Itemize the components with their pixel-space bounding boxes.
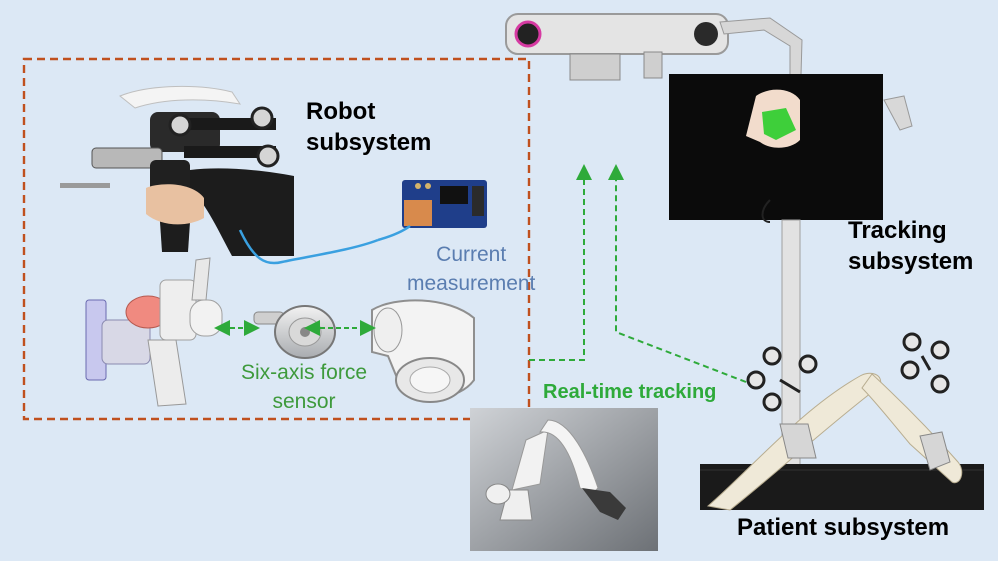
robot-subsystem-label: Robot subsystem [306,96,431,158]
robot-subsystem-box [22,57,531,421]
force-label-line1: Six-axis force [241,361,368,384]
tracking-arrow-patient [608,164,747,383]
six-axis-force-sensor-icon [253,305,336,359]
bone-phantom-icon [700,332,984,511]
force-sensor-label: Six-axis force sensor [241,358,367,416]
patient-subsystem-label: Patient subsystem [737,514,950,541]
force-label-line2: sensor [272,390,336,413]
robot-joint-cad-icon [371,299,475,403]
tracking-arrow-robot [529,164,592,361]
robot-label-line1: Robot [306,98,376,125]
navigation-monitor-icon [669,74,913,481]
robot-label-line2: subsystem [306,129,432,156]
current-measurement-label: Current measurement [407,240,535,298]
handpiece-cad-icon [85,257,223,407]
tracking-label-line1: Tracking [848,217,947,244]
current-sensor-board-icon [377,180,487,242]
robot-arm-photo [470,408,658,551]
tracking-label-line2: subsystem [848,248,974,275]
current-label-line2: measurement [407,272,536,295]
current-label-line1: Current [436,243,507,266]
tracking-subsystem-label: Tracking subsystem [848,215,973,277]
handheld-robot-photo [60,85,379,265]
real-time-tracking-label: Real-time tracking [543,381,717,403]
optical-tracking-camera-icon [505,13,803,111]
